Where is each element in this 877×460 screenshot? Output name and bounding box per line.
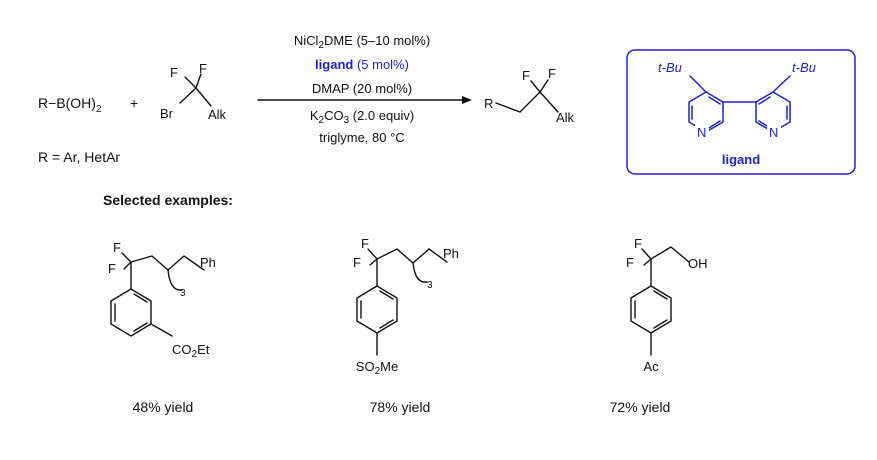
atom-f: F [548,66,556,81]
reaction-conditions: NiCl2DME (5–10 mol%) ligand (5 mol%) DMA… [257,33,472,145]
group-alk: Alk [556,110,575,125]
bond [195,87,212,107]
group-ph: Ph [200,255,216,270]
bond [772,75,791,93]
atom-f: F [522,68,530,83]
group-oh: OH [688,256,708,271]
bond [530,80,541,93]
alkyl-chain [130,255,205,271]
alkyl-chain [376,248,448,264]
atom-br: Br [160,106,174,121]
bond [495,102,521,113]
substituent-sulfone: SO2Me [356,359,398,377]
bond [708,120,721,129]
example-3-yield: 72% yield [610,399,671,415]
label-mask [695,124,709,138]
atom-n: N [697,125,706,140]
atom-n: N [769,125,778,140]
atom-f: F [108,261,116,276]
bond [195,73,202,89]
repeat-bracket [412,262,428,283]
bond [184,76,197,89]
r-definition: R = Ar, HetAr [38,149,120,165]
group-alk: Alk [208,107,227,122]
example-2-structure: F F Ph 3 SO2Me [353,236,459,377]
condition-dmap: DMAP (20 mol%) [312,81,412,96]
label-mask [767,124,781,138]
benzene-ring [110,288,152,337]
bromodifluoroalkane: F F Br Alk [160,61,227,122]
ligand-box [626,49,856,175]
atom-f: F [113,240,121,255]
bond [519,91,541,113]
boronic-acid-label: R−B(OH)2 [38,95,102,115]
example-1-structure: F F Ph 3 CO2Et [108,240,216,360]
bond [133,322,148,332]
bond [123,261,132,270]
tbu-left: t-Bu [658,60,682,75]
benzene-ring [630,285,672,334]
bond [121,252,132,263]
repeat-count: 3 [180,288,186,299]
examples-heading: Selected examples: [103,192,233,208]
bond [133,293,148,303]
atom-f: F [361,236,369,251]
ligand-structure: N N t-Bu t-Bu ligand [658,60,816,167]
bond [539,79,549,93]
tbu-right: t-Bu [792,60,816,75]
atom-f: F [170,65,178,80]
atom-f: F [199,61,207,76]
example-2-yield: 78% yield [370,399,431,415]
atom-f: F [353,255,361,270]
group-r: R [484,96,493,111]
atom-f: F [626,255,634,270]
bond [708,96,721,105]
bond [758,96,771,105]
example-3-structure: F F OH Ac [626,236,708,374]
condition-base: K2CO3 (2.0 equiv) [310,108,414,126]
repeat-count: 3 [427,280,433,291]
bond [179,87,197,104]
bond [653,290,668,300]
plus-sign: + [130,95,138,111]
bond [150,323,173,337]
repeat-bracket [167,269,183,291]
atom-f: F [634,236,642,251]
alkyl-chain [650,246,690,263]
substituent-ester: CO2Et [172,342,210,360]
arrow-head [462,96,472,104]
bond [379,290,394,300]
bond [689,75,707,93]
bond [379,319,394,329]
example-1-yield: 48% yield [133,399,194,415]
product-structure: R F F Alk [484,66,575,125]
substituent-acetyl: Ac [643,359,659,374]
condition-ligand: ligand (5 mol%) [315,57,409,72]
bond [643,258,652,266]
condition-catalyst: NiCl2DME (5–10 mol%) [294,33,430,51]
bond [369,258,378,266]
group-ph: Ph [443,246,459,261]
bond [367,248,378,260]
bond [539,91,559,113]
bond [641,248,652,260]
ligand-label: ligand [722,152,760,167]
condition-solvent: triglyme, 80 °C [319,130,404,145]
benzene-ring [356,285,398,334]
bond [653,319,668,329]
